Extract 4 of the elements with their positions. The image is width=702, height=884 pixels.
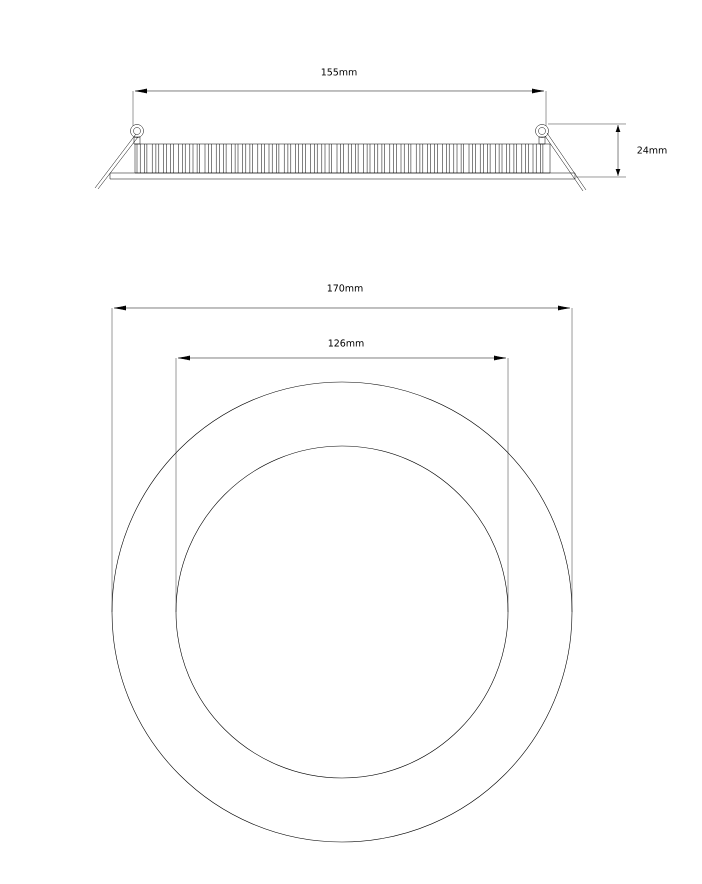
dimension-label: 24mm (637, 146, 666, 154)
dimension-label: 126mm (328, 339, 364, 347)
dimension-label: 170mm (328, 284, 362, 292)
dimension-label: 155mm (322, 68, 356, 76)
